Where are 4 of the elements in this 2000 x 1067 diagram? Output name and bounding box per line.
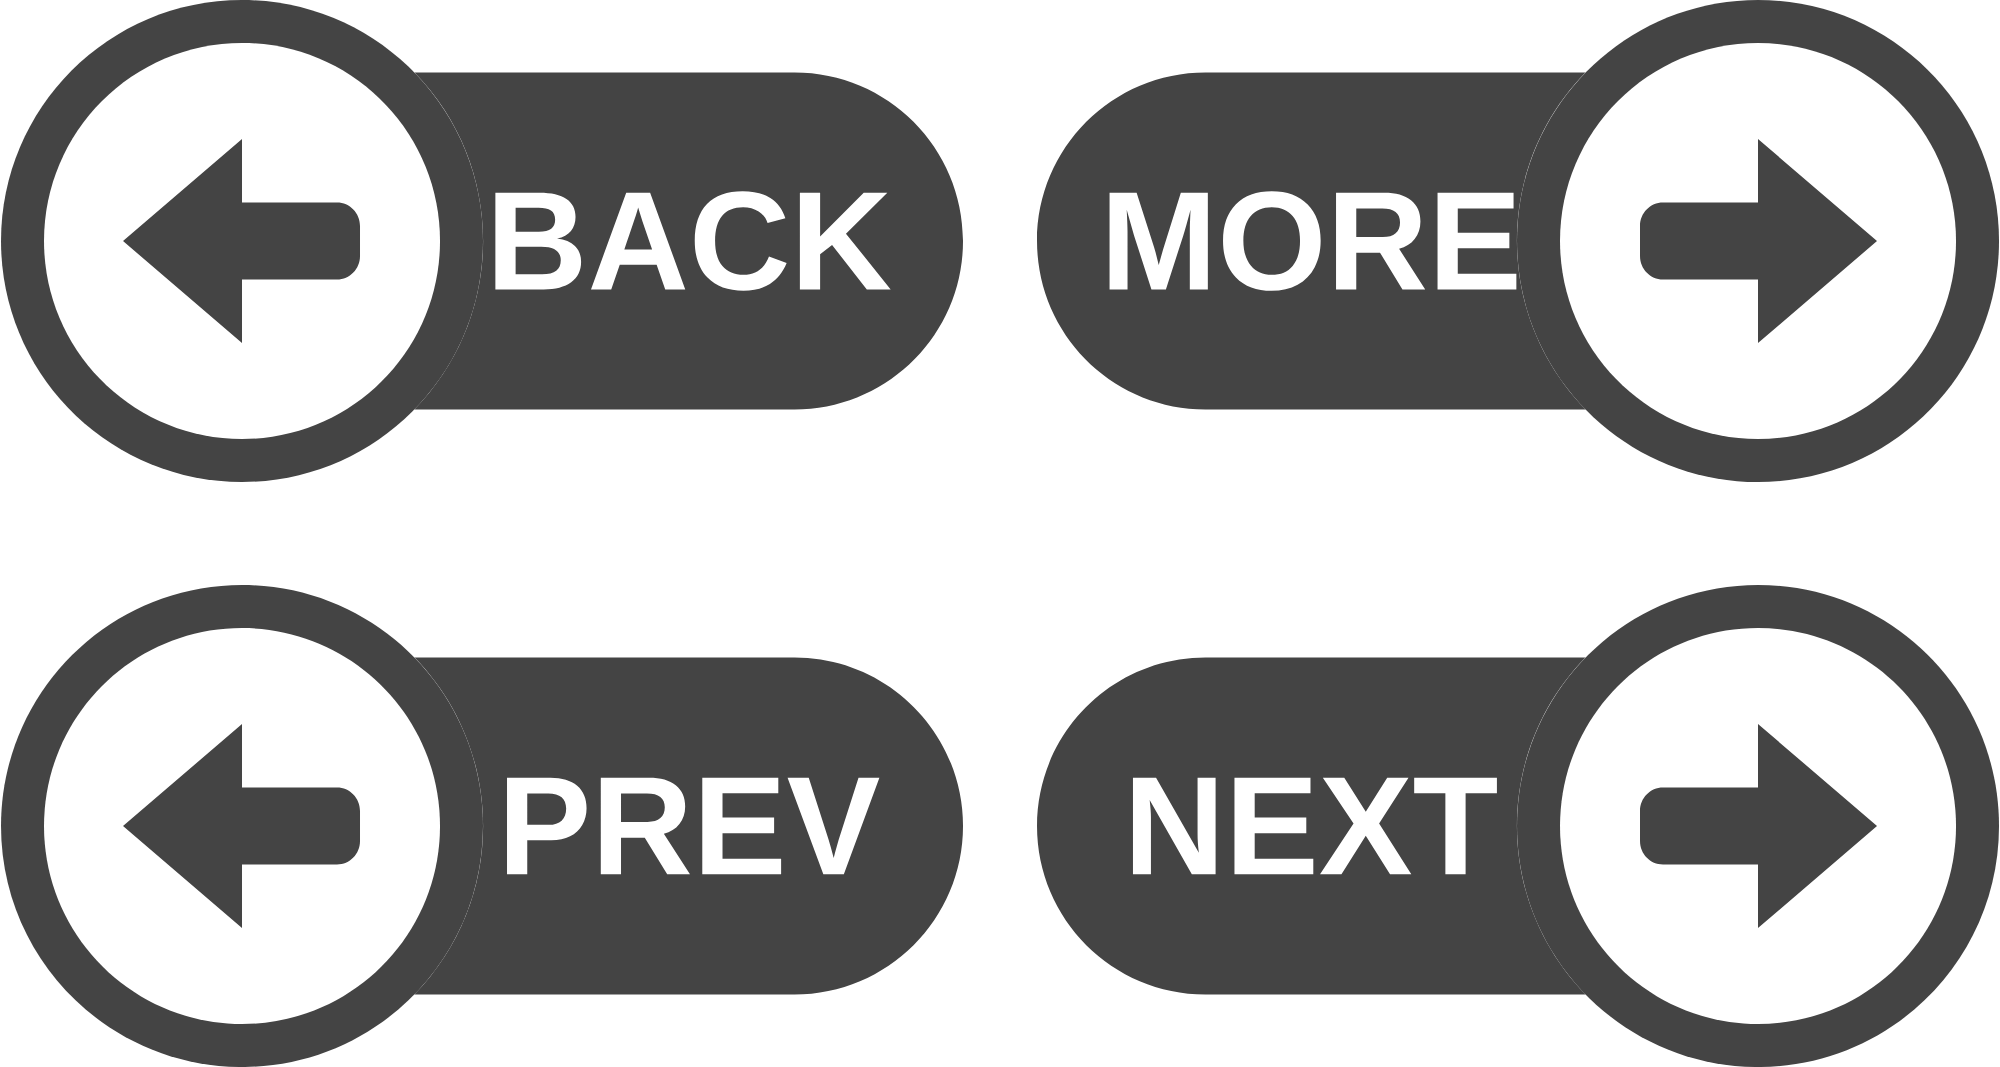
button: PREV	[414, 657, 963, 995]
button: MORE	[1037, 72, 1586, 410]
button: NEXT	[1037, 657, 1586, 995]
button: BACK	[414, 72, 963, 410]
